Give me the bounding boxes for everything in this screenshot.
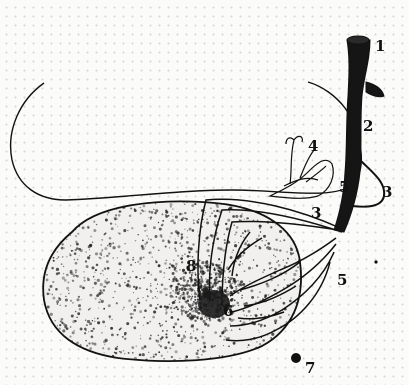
small-vessel-cluster <box>270 136 333 198</box>
label-4: 4 <box>308 137 318 155</box>
dot-7 <box>291 353 301 363</box>
label-5a: 5 <box>339 178 349 196</box>
label-3b: 3 <box>311 204 321 222</box>
vessel-opening <box>347 36 369 44</box>
label-8: 8 <box>186 257 196 275</box>
label-6: 6 <box>223 302 233 320</box>
label-7: 7 <box>305 359 315 377</box>
side-branch-stub <box>366 82 384 97</box>
label-1: 1 <box>375 37 385 55</box>
label-3a: 3 <box>382 183 392 201</box>
small-dot <box>374 260 377 263</box>
label-5b: 5 <box>337 271 347 289</box>
main-vessel <box>334 40 370 232</box>
label-2: 2 <box>363 117 373 135</box>
